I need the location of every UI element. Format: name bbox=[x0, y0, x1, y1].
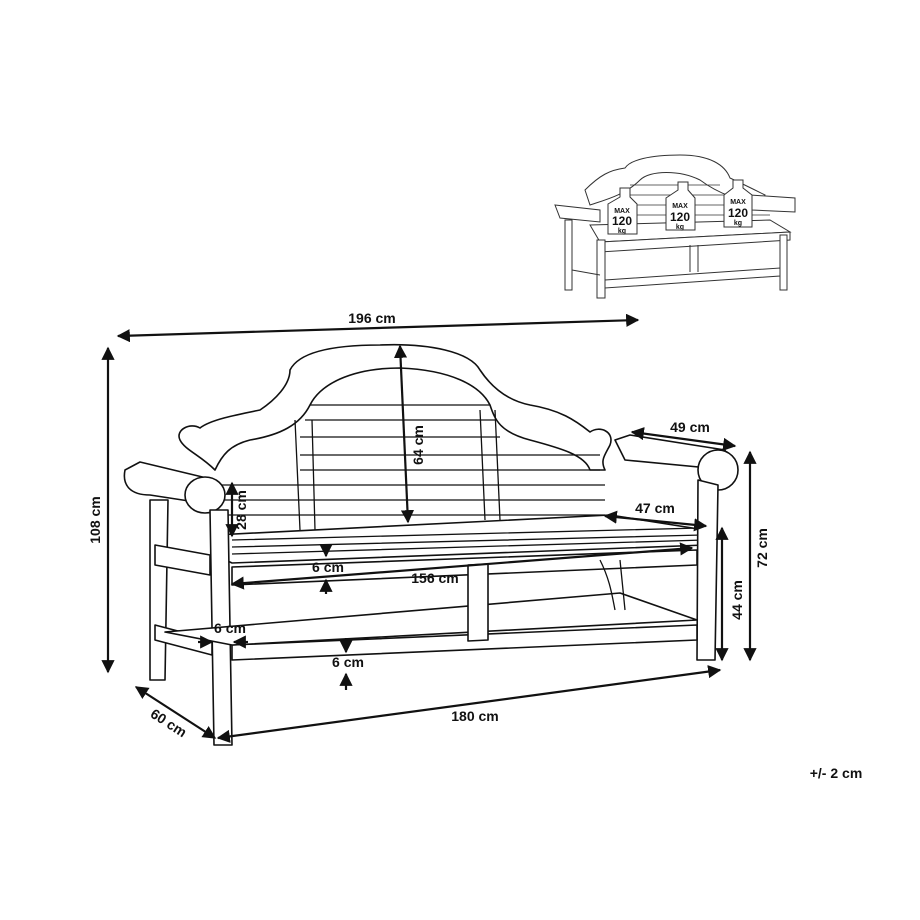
label-28: 28 cm bbox=[233, 490, 249, 530]
label-stretcher-6: 6 cm bbox=[332, 654, 364, 670]
label-180: 180 cm bbox=[451, 708, 498, 724]
front-right-leg bbox=[696, 479, 719, 661]
label-leg-6: 6 cm bbox=[214, 620, 246, 636]
seat-156-arrow bbox=[230, 542, 694, 590]
weight-1: MAX 120 kg bbox=[607, 187, 638, 235]
weight-value: 120 bbox=[728, 206, 748, 220]
weight-max-label: MAX bbox=[672, 203, 688, 210]
weight-unit: kg bbox=[734, 220, 742, 227]
label-44: 44 cm bbox=[729, 580, 745, 620]
label-72: 72 cm bbox=[754, 528, 770, 568]
label-60: 60 cm bbox=[148, 705, 190, 740]
bench-drawing bbox=[123, 343, 739, 746]
backrest-crest bbox=[178, 343, 612, 471]
weight-unit: kg bbox=[676, 224, 684, 231]
weight-value: 120 bbox=[612, 214, 632, 228]
seat-47-arrow bbox=[603, 510, 708, 532]
weight-value: 120 bbox=[670, 210, 690, 224]
weight-2: MAX 120 kg bbox=[665, 181, 696, 231]
weight-3: MAX 120 kg bbox=[723, 179, 753, 228]
width-196-arrow bbox=[116, 313, 640, 343]
weight-max-label: MAX bbox=[614, 208, 630, 215]
load-capacity-inset: MAX 120 kg MAX 120 kg MAX 120 kg bbox=[554, 154, 796, 299]
weight-unit: kg bbox=[618, 228, 626, 235]
depth-60-arrow bbox=[134, 686, 217, 739]
left-arm-scroll bbox=[184, 476, 226, 514]
label-108: 108 cm bbox=[87, 496, 103, 543]
label-47: 47 cm bbox=[635, 500, 675, 516]
center-support bbox=[467, 563, 489, 642]
base-180-arrow bbox=[216, 665, 722, 743]
label-49: 49 cm bbox=[670, 419, 710, 435]
back-64-arrow bbox=[393, 344, 415, 524]
label-64: 64 cm bbox=[410, 425, 426, 465]
dimension-labels: 196 cm 108 cm 64 cm 49 cm 28 cm 47 cm 6 … bbox=[87, 310, 862, 781]
back-left-leg bbox=[149, 499, 169, 681]
tolerance-note: +/- 2 cm bbox=[810, 765, 863, 781]
label-seat-6: 6 cm bbox=[312, 559, 344, 575]
weight-max-label: MAX bbox=[730, 199, 746, 206]
label-196: 196 cm bbox=[348, 310, 395, 326]
dimension-lines bbox=[101, 313, 757, 743]
label-156: 156 cm bbox=[411, 570, 458, 586]
arm-49-arrow bbox=[630, 427, 737, 451]
